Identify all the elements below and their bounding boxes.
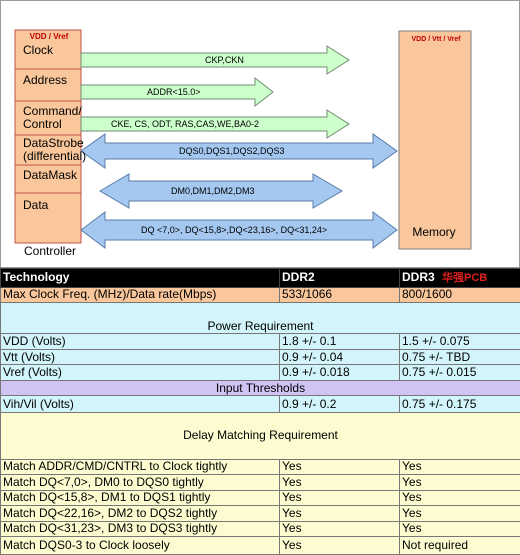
section-title: Input Thresholds — [0, 379, 520, 397]
memory-block — [398, 30, 472, 250]
table-row: Match ADDR/CMD/CNTRL to Clock tightly Ye… — [0, 458, 520, 476]
header-ddr2: DDR2 — [279, 268, 400, 288]
controller-row-datastrobe: DataStrobe (differential) — [23, 136, 87, 163]
section-delay: Delay Matching Requirement — [0, 411, 520, 460]
address-arrow — [80, 76, 274, 108]
table-row: Match DQ<31,23>, DM3 to DQS3 tightly Yes… — [0, 520, 520, 538]
controller-block — [14, 29, 82, 244]
signal-clock: CKP,CKN — [205, 55, 244, 65]
table-header-row: Technology DDR2 DDR3 华强PCB — [0, 268, 520, 288]
table-row: Match DQ<22,16>, DM2 to DQS2 tightly Yes… — [0, 505, 520, 522]
header-ddr3: DDR3 华强PCB — [399, 268, 520, 288]
dq-arrow — [80, 211, 398, 249]
memory-title: Memory — [412, 225, 456, 239]
signal-dq: DQ <7,0>, DQ<15,8>,DQ<23,16>, DQ<31,24> — [141, 225, 328, 235]
table-row: Match DQ<15,8>, DM1 to DQS1 tightly Yes … — [0, 489, 520, 507]
dqs-arrow — [80, 133, 398, 169]
memory-vref-label: VDD / Vtt / Vref — [411, 36, 461, 43]
interface-diagram: VDD / Vref VDD / Vtt / Vref Memory Contr… — [0, 0, 520, 268]
spec-table: Technology DDR2 DDR3 华强PCB Max Clock Fre… — [0, 268, 520, 555]
diagram-canvas — [14, 29, 472, 250]
table-row: Match DQ<7,0>, DM0 to DQS0 tightly Yes Y… — [0, 474, 520, 491]
table-row: Vref (Volts) 0.9 +/- 0.018 0.75 +/- 0.01… — [0, 364, 520, 381]
section-title: Delay Matching Requirement — [0, 411, 520, 460]
section-power: Power Requirement — [0, 302, 520, 335]
dm-arrow — [99, 173, 343, 209]
controller-row-data: Data — [23, 198, 49, 212]
section-thresholds: Input Thresholds — [0, 379, 520, 397]
command-arrow — [80, 109, 350, 139]
table-row: Vtt (Volts) 0.9 +/- 0.04 0.75 +/- TBD — [0, 348, 520, 366]
controller-vref-label: VDD / Vref — [29, 32, 69, 41]
controller-row-clock: Clock — [23, 43, 54, 57]
watermark: 华强PCB — [442, 271, 488, 284]
table-row: Vih/Vil (Volts) 0.9 +/- 0.2 0.75 +/- 0.1… — [0, 395, 520, 413]
signal-command: CKE, CS, ODT, RAS,CAS,WE,BA0-2 — [111, 119, 260, 129]
controller-row-address: Address — [23, 73, 68, 87]
clock-arrow — [80, 45, 350, 75]
signal-address: ADDR<15.0> — [147, 87, 201, 97]
header-technology: Technology — [0, 268, 280, 288]
table-row: Match DQS0-3 to Clock loosely Yes Not re… — [0, 536, 520, 555]
controller-title: Controller — [24, 244, 77, 258]
controller-row-command: Command/ Control — [23, 104, 82, 131]
signal-dm: DM0,DM1,DM2,DM3 — [171, 186, 255, 196]
table-row: Max Clock Freq. (MHz)/Data rate(Mbps) 53… — [0, 286, 520, 304]
signal-dqs: DQS0,DQS1,DQS2,DQS3 — [179, 146, 285, 156]
table-row: VDD (Volts) 1.8 +/- 0.1 1.5 +/- 0.075 — [0, 333, 520, 350]
section-title: Power Requirement — [0, 302, 520, 335]
controller-row-datamask: DataMask — [23, 168, 78, 182]
